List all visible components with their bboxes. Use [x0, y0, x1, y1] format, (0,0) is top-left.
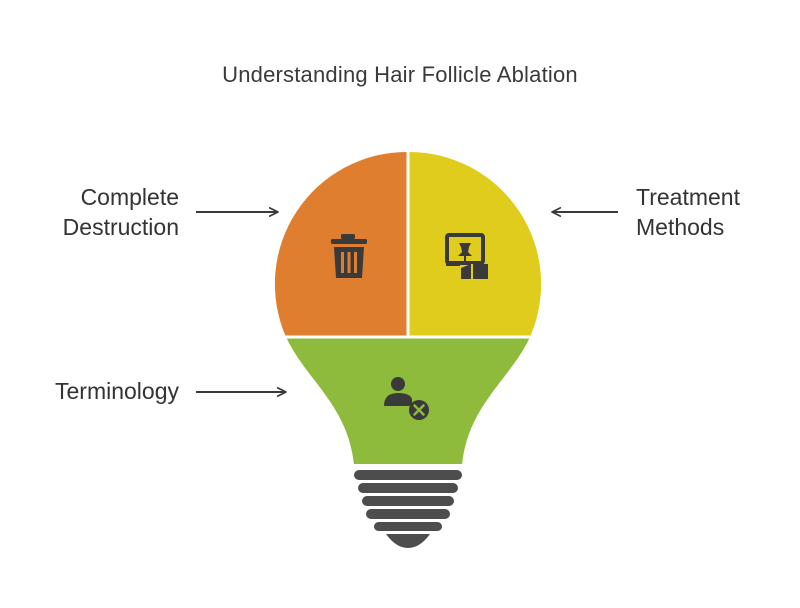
segment-terminology — [274, 337, 542, 465]
presentation-book-icon — [445, 233, 488, 279]
label-complete-destruction-line2: Destruction — [62, 214, 179, 240]
bulb-glass — [274, 151, 542, 465]
bulb-screw-base — [354, 470, 462, 548]
label-complete-destruction-line1: Complete — [80, 184, 179, 210]
label-treatment-methods-line1: Treatment — [636, 184, 740, 210]
user-remove-icon — [384, 377, 429, 420]
segment-complete-destruction — [274, 151, 408, 337]
label-complete-destruction: Complete Destruction — [63, 182, 179, 242]
label-terminology: Terminology — [55, 378, 179, 404]
label-treatment-methods-line2: Methods — [636, 214, 725, 240]
trash-icon — [331, 234, 367, 278]
label-treatment-methods: Treatment Methods — [636, 182, 740, 242]
diagram-title: Understanding Hair Follicle Ablation — [222, 62, 578, 87]
segment-treatment-methods — [408, 151, 542, 337]
